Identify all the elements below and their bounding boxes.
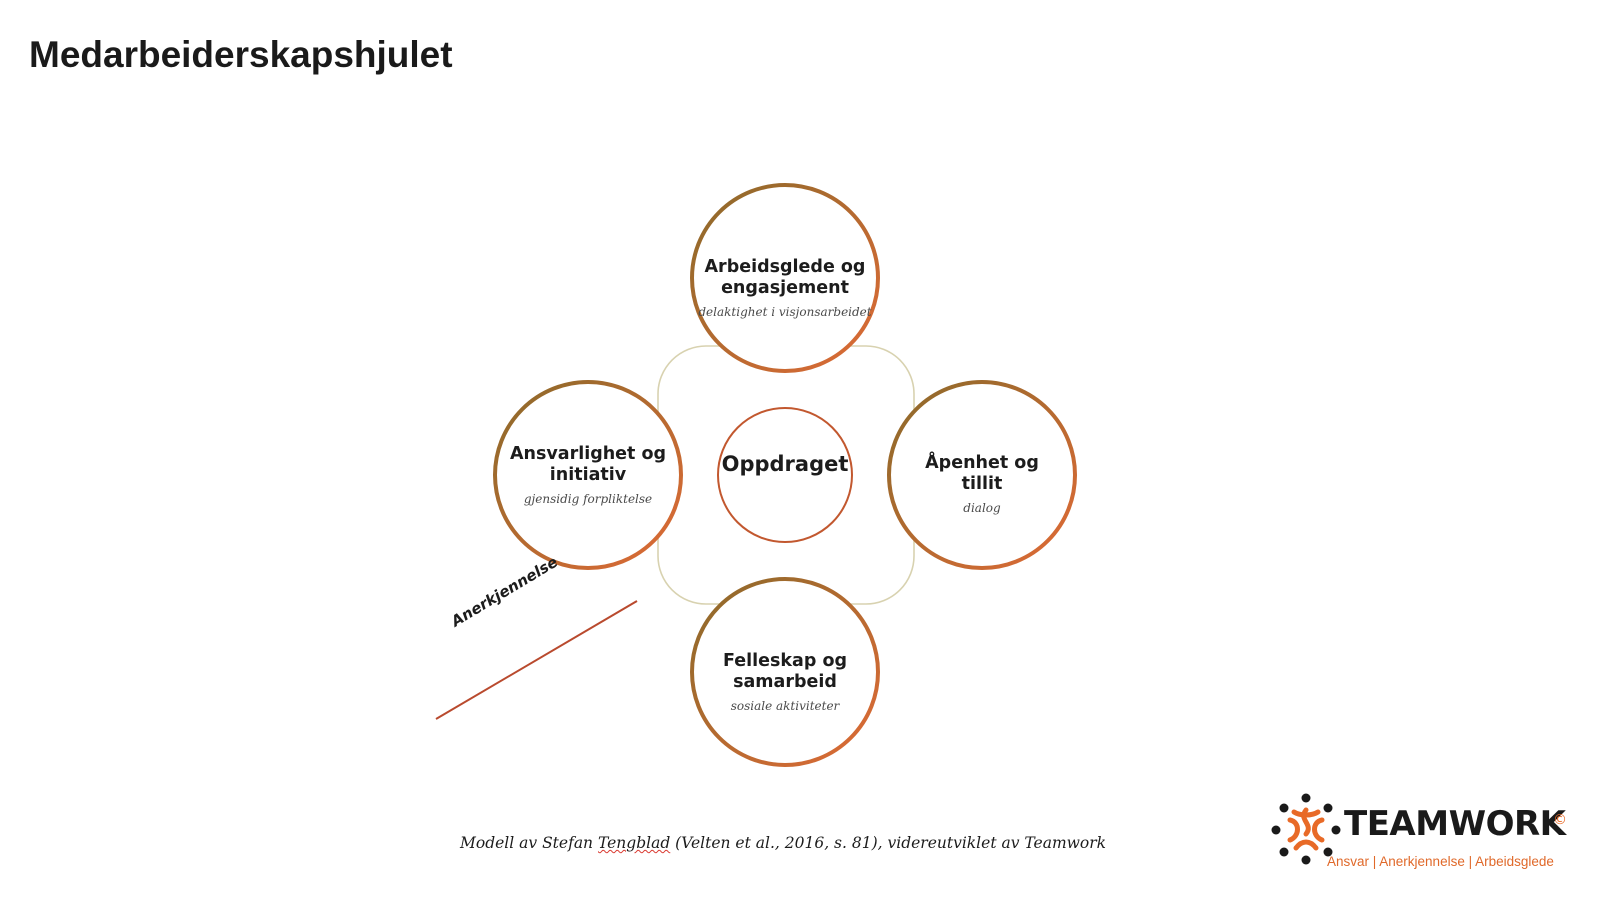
- node-left-subtitle: gjensidig forpliktelse: [523, 492, 653, 506]
- caption-after: (Velten et al., 2016, s. 81), videreutvi…: [670, 834, 1107, 852]
- teamwork-logo: TEAMWORK © Ansvar | Anerkjennelse | Arbe…: [1270, 790, 1590, 880]
- node-circle-top: [690, 183, 880, 373]
- node-circle-right: [887, 380, 1077, 570]
- anerkjennelse-line: [435, 600, 638, 720]
- center-circle: [717, 407, 853, 543]
- page-title: Medarbeiderskapshjulet: [29, 34, 453, 75]
- center-label: Oppdraget: [721, 452, 849, 476]
- node-circle-left: [493, 380, 683, 570]
- node-left-title: Ansvarlighet og initiativ: [509, 444, 667, 485]
- logo-copyright: ©: [1553, 812, 1567, 828]
- node-top-subtitle: delaktighet i visjonsarbeidet: [698, 305, 872, 319]
- logo-wordmark: TEAMWORK: [1344, 804, 1566, 844]
- node-bottom-subtitle: sosiale aktiviteter: [730, 699, 840, 713]
- node-bottom-title: Felleskap og samarbeid: [722, 651, 847, 692]
- node-right-subtitle: dialog: [963, 501, 1001, 515]
- node-circle-bottom: [690, 577, 880, 767]
- model-caption: Modell av Stefan Tengblad (Velten et al.…: [460, 834, 1106, 852]
- node-right-title: Åpenhet og tillit: [925, 453, 1039, 494]
- caption-before: Modell av Stefan: [460, 834, 598, 852]
- caption-author: Tengblad: [597, 834, 671, 852]
- teamwork-logo-icon: [1271, 793, 1341, 865]
- node-top-title: Arbeidsglede og engasjement: [704, 257, 866, 298]
- logo-tagline: Ansvar | Anerkjennelse | Arbeidsglede: [1327, 854, 1554, 869]
